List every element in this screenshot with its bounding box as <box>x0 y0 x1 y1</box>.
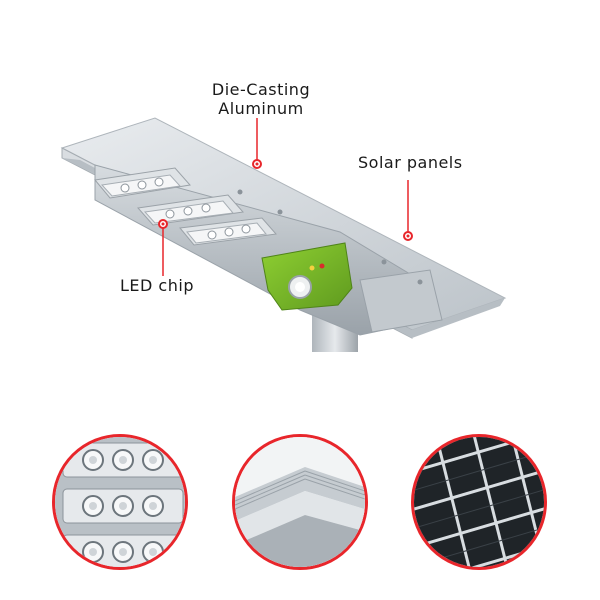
callout-solar-line <box>403 180 413 241</box>
solar-cell-detail <box>411 434 547 570</box>
led-chip-detail <box>52 434 188 570</box>
solar-panels-label: Solar panels <box>358 153 463 172</box>
sensor-housing <box>261 242 353 311</box>
callout-die-casting-line <box>252 118 262 169</box>
led-modules <box>94 167 277 246</box>
callout-led-line <box>158 219 168 276</box>
die-casting-line1: Die-Casting <box>211 80 311 99</box>
die-casting-label: Die-Casting Aluminum <box>196 80 326 118</box>
die-casting-line2: Aluminum <box>218 99 304 118</box>
led-chip-label: LED chip <box>120 276 194 295</box>
street-light-drawing <box>60 117 507 352</box>
aluminum-frame-detail <box>232 434 368 570</box>
